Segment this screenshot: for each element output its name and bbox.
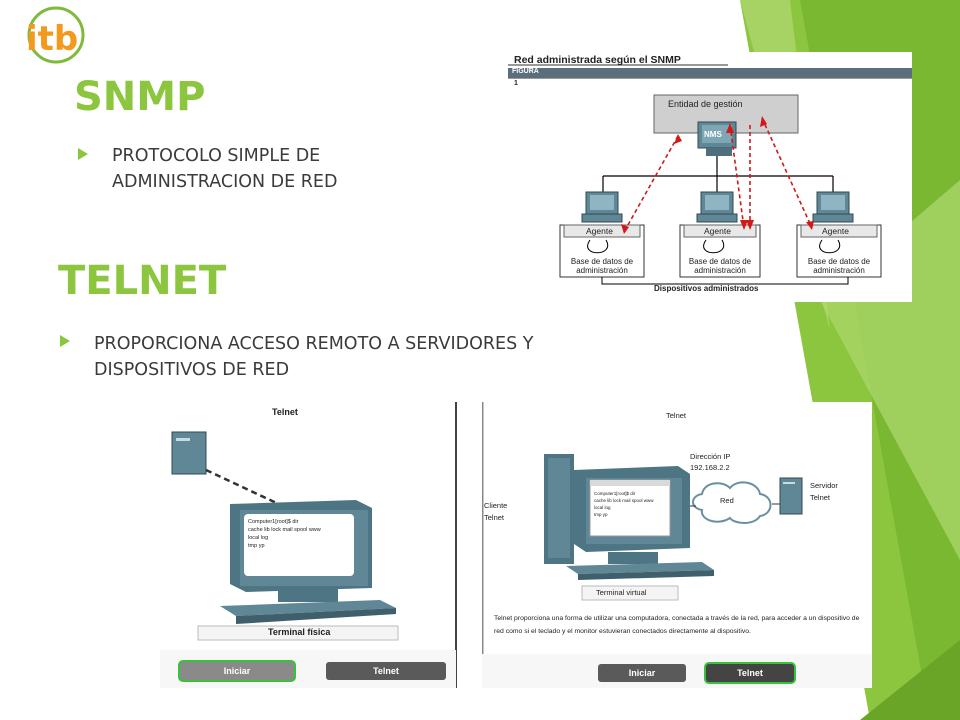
telnet-left-title: Telnet xyxy=(272,407,298,417)
terminal-screen-text: Computer1[root]$ dir cache lib lock mail… xyxy=(248,519,321,549)
managed-devices-label: Dispositivos administrados xyxy=(654,284,759,293)
telnet-button[interactable]: Telnet xyxy=(326,662,446,680)
virtual-terminal-caption: Terminal virtual xyxy=(596,588,647,597)
snmp-title: SNMP xyxy=(74,74,206,120)
management-entity-label: Entidad de gestión xyxy=(668,99,743,109)
server-label: Servidor Telnet xyxy=(810,481,838,502)
virtual-screen-text: Computer1[root]$ dir cache lib lock mail… xyxy=(594,491,654,517)
agent-label: Agente xyxy=(822,226,849,236)
network-label: Red xyxy=(720,496,734,505)
telnet-physical-terminal-figure: Telnet Computer1[root]$ dir cache lib lo… xyxy=(160,402,460,688)
snmp-bullet: PROTOCOLO SIMPLE DE ADMINISTRACION DE RE… xyxy=(112,146,338,192)
ip-label: Dirección IP xyxy=(690,452,731,461)
telnet-description: Telnet proporciona una forma de utilizar… xyxy=(494,615,860,635)
telnet-title: TELNET xyxy=(58,258,227,304)
physical-terminal-caption: Terminal física xyxy=(268,627,331,637)
database-label: Base de datos de administración xyxy=(688,257,752,275)
snmp-figure-tag: FIGURA xyxy=(512,68,539,75)
telnet-virtual-terminal-figure: Telnet Dirección IP 192.168.2.2 Cliente … xyxy=(482,402,872,688)
telnet-right-title: Telnet xyxy=(666,411,687,420)
nms-label: NMS xyxy=(704,130,722,139)
database-label: Base de datos de administración xyxy=(807,257,871,275)
telnet-bullet: PROPORCIONA ACCESO REMOTO A SERVIDORES Y… xyxy=(94,334,534,380)
agent-label: Agente xyxy=(586,226,613,236)
snmp-figure-tag-number: 1 xyxy=(514,80,518,87)
itb-logo: itb xyxy=(18,6,90,68)
start-button[interactable]: Iniciar xyxy=(598,664,686,682)
client-label: Cliente Telnet xyxy=(484,501,508,522)
bullet-arrow-icon xyxy=(78,148,88,160)
database-label: Base de datos de administración xyxy=(570,257,634,275)
logo-text: itb xyxy=(26,19,78,59)
ip-value: 192.168.2.2 xyxy=(690,463,730,472)
telnet-button[interactable]: Telnet xyxy=(706,664,794,682)
snmp-figure-heading: Red administrada según el SNMP xyxy=(514,54,681,66)
bullet-arrow-icon xyxy=(60,335,70,347)
agent-label: Agente xyxy=(704,226,731,236)
snmp-network-figure: Red administrada según el SNMP FIGURA 1 … xyxy=(508,52,912,302)
start-button[interactable]: Iniciar xyxy=(180,662,294,680)
